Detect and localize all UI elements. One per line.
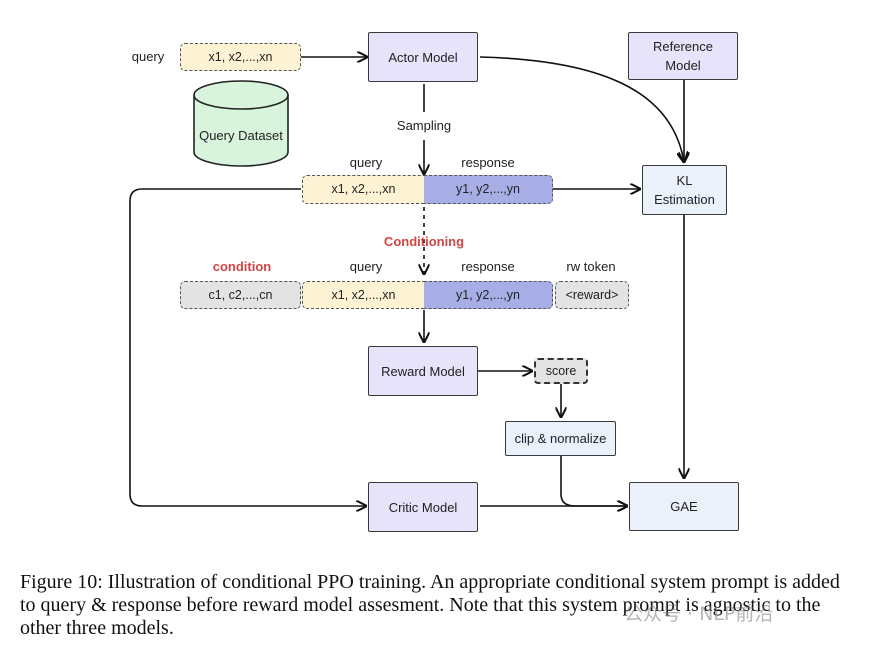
reward-model: Reward Model bbox=[368, 346, 478, 396]
response-column-label: response bbox=[461, 155, 515, 170]
kl-estimation: KL Estimation bbox=[642, 165, 727, 215]
reference-model: Reference Model bbox=[628, 32, 738, 80]
response-sequence-low: y1, y2,...,yn bbox=[424, 281, 553, 309]
query-input-label: query bbox=[131, 49, 165, 64]
watermark: 公众号 · NLP前沿 bbox=[624, 603, 774, 625]
response-column-label-2: response bbox=[461, 259, 515, 274]
gae-box: GAE bbox=[629, 482, 739, 531]
arrow-actor-to-kl bbox=[479, 56, 684, 162]
query-column-label-2: query bbox=[349, 259, 383, 274]
condition-label: condition bbox=[212, 259, 272, 274]
response-sequence-mid: y1, y2,...,yn bbox=[424, 175, 553, 204]
connector-layer bbox=[129, 0, 880, 560]
query-dataset: Query Dataset bbox=[199, 127, 283, 143]
query-sequence-top: x1, x2,...,xn bbox=[180, 43, 301, 71]
conditioning-label: Conditioning bbox=[383, 234, 465, 249]
query-sequence-low: x1, x2,...,xn bbox=[302, 281, 424, 309]
critic-model: Critic Model bbox=[368, 482, 478, 532]
arrow-loop-to-critic bbox=[129, 188, 366, 506]
query-sequence-mid: x1, x2,...,xn bbox=[302, 175, 424, 204]
score-box: score bbox=[534, 358, 588, 384]
query-column-label: query bbox=[349, 155, 383, 170]
query-dataset-cylinder bbox=[193, 80, 289, 167]
clip-normalize-box: clip & normalize bbox=[505, 421, 616, 456]
condition-sequence: c1, c2,...,cn bbox=[180, 281, 301, 309]
sampling-label: Sampling bbox=[396, 118, 452, 133]
reward-token: <reward> bbox=[555, 281, 629, 309]
rw-token-label: rw token bbox=[566, 259, 616, 274]
figure-caption: Figure 10: Illustration of conditional P… bbox=[20, 571, 840, 639]
actor-model: Actor Model bbox=[368, 32, 478, 82]
